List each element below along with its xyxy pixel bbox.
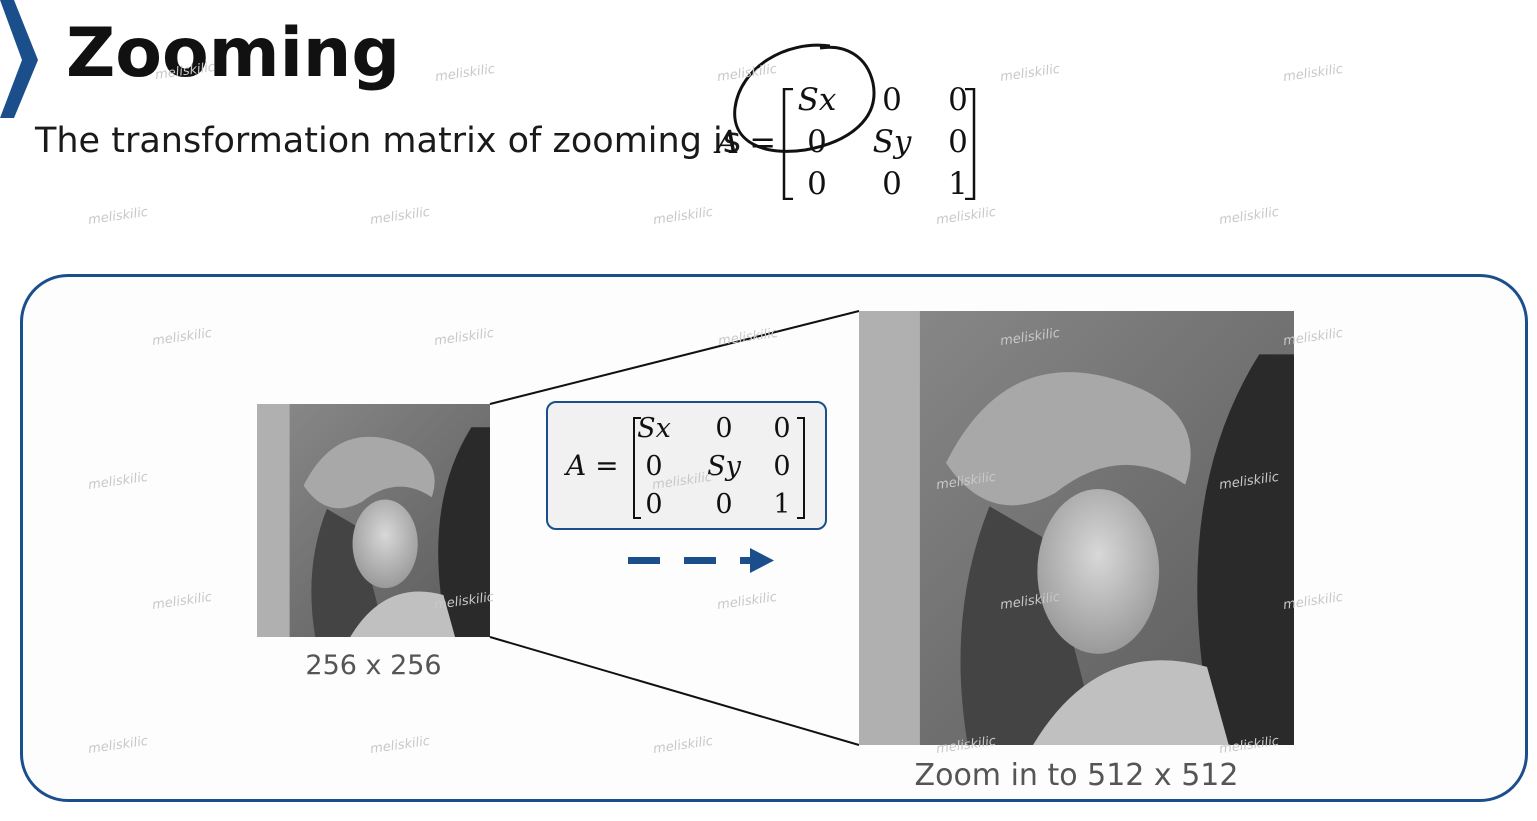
matrix-cell: 0 [715, 489, 733, 520]
intro-text: The transformation matrix of zooming is [35, 118, 741, 164]
matrix-cell: 1 [948, 166, 968, 202]
zoomed-image [859, 311, 1294, 745]
slide-title: Zooming [66, 14, 400, 93]
source-image [257, 404, 490, 637]
matrix-cell: Sy [707, 451, 741, 482]
intro-sentence: The transformation matrix of zooming is [35, 121, 741, 161]
matrix-cell: 0 [882, 166, 902, 202]
matrix-cell: 0 [715, 413, 733, 444]
dashed-arrow-icon [628, 548, 774, 573]
top-matrix: Sx 0 0 0 Sy 0 0 0 1 [780, 80, 980, 204]
matrix-cell: 0 [882, 82, 902, 118]
left-bracket-icon [633, 417, 641, 519]
left-bracket-icon [782, 88, 793, 200]
matrix-cell: 1 [773, 489, 791, 520]
matrix-cell: Sy [872, 124, 912, 160]
chevron-marker-icon [0, 0, 38, 118]
source-size-caption: 256 x 256 [305, 650, 442, 681]
matrix-cell: Sx [797, 82, 837, 118]
annotation-circle-icon [733, 43, 876, 153]
matrix-cell: 0 [645, 451, 663, 482]
matrix-cell: 0 [773, 451, 791, 482]
matrix-cell: 0 [807, 124, 827, 160]
equation-lhs: A = [716, 123, 777, 161]
matrix-cell: 0 [807, 166, 827, 202]
target-size-caption: Zoom in to 512 x 512 [914, 758, 1239, 793]
matrix-cell: Sx [637, 413, 671, 444]
box-matrix: Sx 0 0 0 Sy 0 0 0 1 [632, 411, 808, 523]
matrix-cell: 0 [645, 489, 663, 520]
matrix-cell: 0 [948, 124, 968, 160]
right-bracket-icon [797, 417, 805, 519]
box-equation-lhs: A = [566, 449, 619, 482]
right-bracket-icon [965, 88, 976, 200]
matrix-box: A = Sx 0 0 0 Sy 0 0 0 1 [546, 401, 827, 530]
matrix-cell: 0 [773, 413, 791, 444]
matrix-cell: 0 [948, 82, 968, 118]
